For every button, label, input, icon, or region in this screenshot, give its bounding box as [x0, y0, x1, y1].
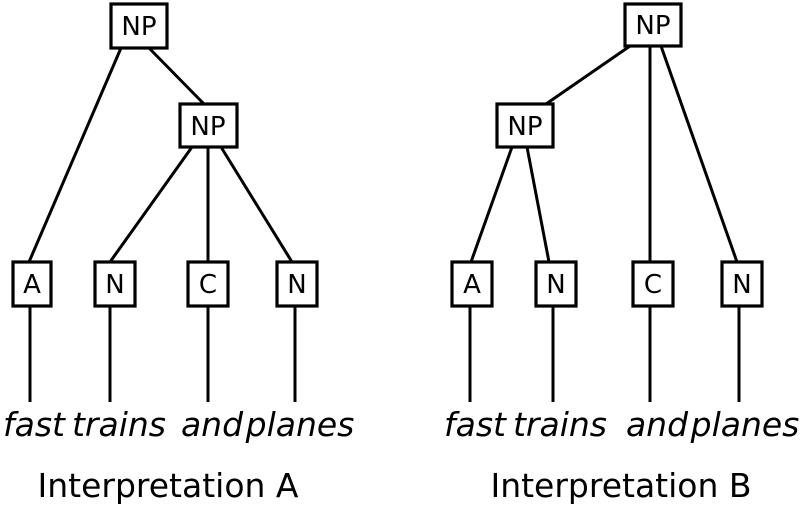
edge-innernp-to-n2	[219, 145, 294, 264]
node-box-root-np	[109, 2, 169, 50]
node-label-n1: N	[105, 270, 124, 300]
node-label-inner-np: NP	[507, 112, 542, 142]
word-trains: trains	[513, 405, 607, 444]
node-box-n2	[720, 260, 764, 308]
edge-innernp-to-n1	[108, 145, 194, 264]
node-label-root-np: NP	[121, 12, 156, 42]
node-label-c: C	[199, 270, 217, 300]
node-box-root-np	[623, 2, 683, 48]
node-box-a	[450, 260, 494, 308]
node-box-c	[631, 260, 675, 308]
tree-interpretation-b: NP NP A N C N fast trains and planes Int…	[444, 2, 800, 505]
node-label-a: A	[463, 270, 481, 300]
node-box-n2	[275, 260, 319, 308]
word-and: and	[626, 405, 689, 444]
word-trains: trains	[72, 405, 166, 444]
edge-rootnp-to-a	[27, 46, 123, 264]
word-and: and	[181, 405, 244, 444]
node-box-inner-np	[178, 102, 239, 149]
node-label-root-np: NP	[635, 11, 670, 41]
node-label-n1: N	[546, 270, 565, 300]
node-box-n1	[93, 260, 137, 308]
edge-innernp-to-a	[469, 145, 514, 264]
node-label-n2: N	[732, 270, 751, 300]
node-box-inner-np	[495, 102, 555, 149]
node-label-inner-np: NP	[190, 112, 225, 142]
node-label-n2: N	[287, 270, 306, 300]
word-planes: planes	[690, 405, 800, 444]
edge-rootnp-to-innernp	[147, 46, 206, 106]
node-box-c	[186, 260, 230, 308]
edge-rootnp-to-innernp	[544, 44, 632, 106]
word-fast: fast	[444, 405, 507, 444]
node-label-a: A	[23, 270, 41, 300]
node-box-a	[11, 260, 53, 308]
tree-interpretation-a: NP NP A N C N fast trains and planes Int…	[3, 2, 355, 505]
edge-rootnp-to-n2	[659, 44, 739, 264]
caption-interpretation-b: Interpretation B	[490, 466, 751, 505]
word-fast: fast	[3, 405, 66, 444]
edge-innernp-to-n1	[525, 145, 551, 264]
caption-interpretation-a: Interpretation A	[38, 466, 299, 505]
node-box-n1	[534, 260, 578, 308]
word-planes: planes	[245, 405, 355, 444]
node-label-c: C	[644, 270, 662, 300]
